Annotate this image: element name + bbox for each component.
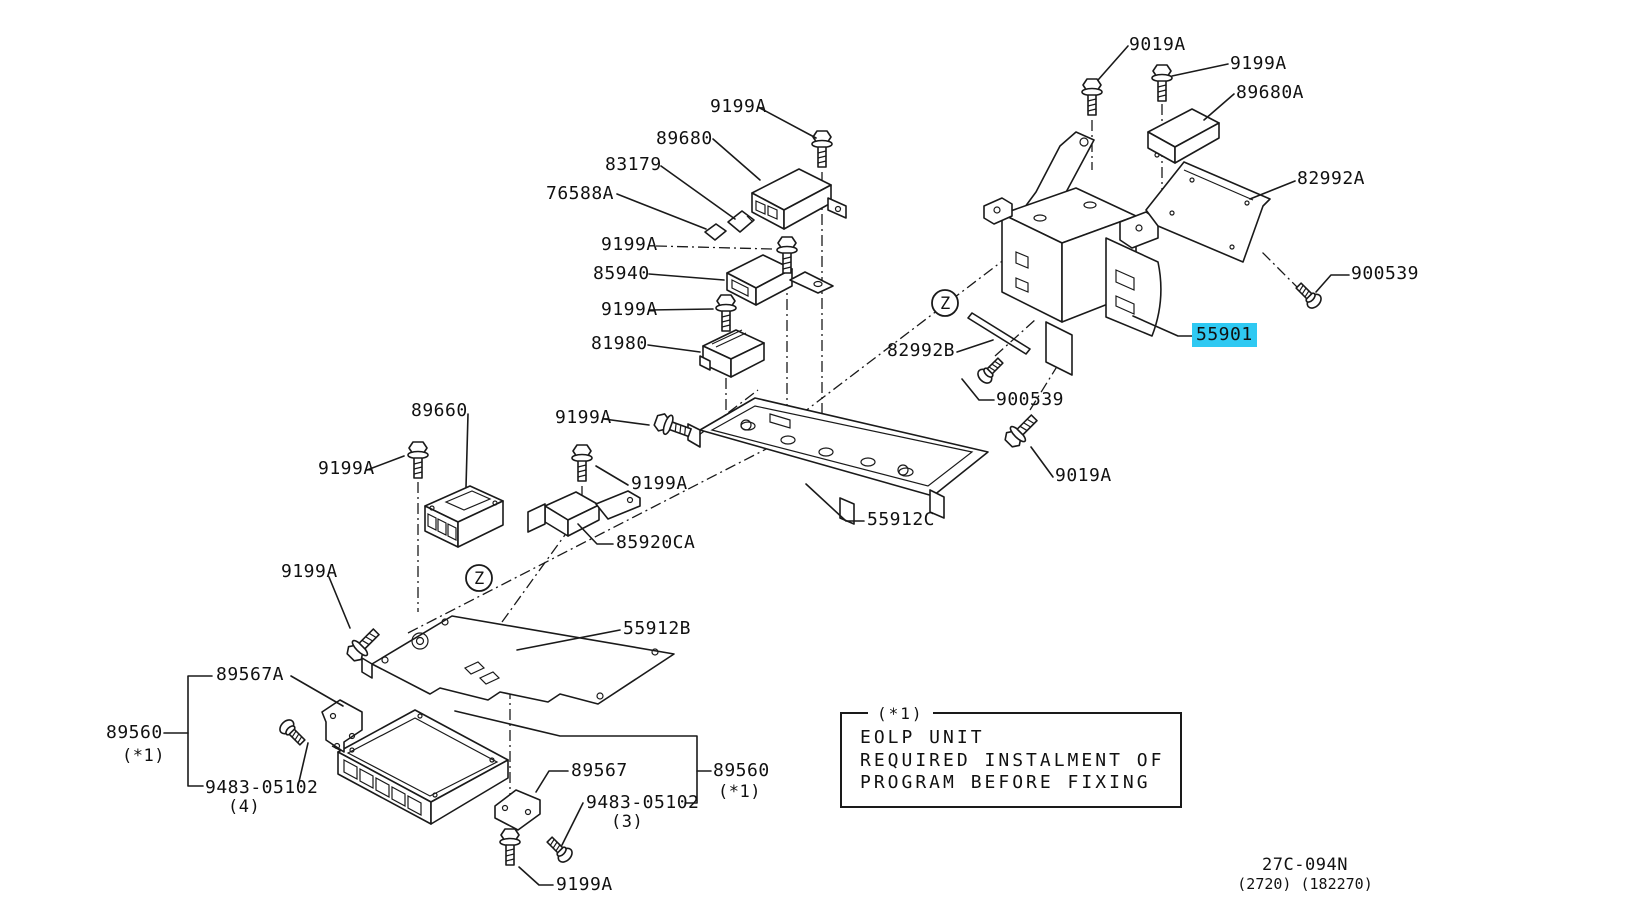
part-label-81980: 81980 <box>591 333 648 354</box>
svg-text:Z: Z <box>474 569 484 589</box>
footnote-box: (*1) EOLP UNIT REQUIRED INSTALMENT OF PR… <box>840 704 1182 808</box>
rod-82992b-drawing <box>967 312 1031 355</box>
unit-81980-drawing <box>699 329 765 378</box>
bolt-icon <box>715 294 737 332</box>
unit-89660-drawing <box>424 485 504 548</box>
part-label-9199a-8: 9199A <box>556 874 613 895</box>
footnote-line: PROGRAM BEFORE FIXING <box>860 772 1151 793</box>
plate-83179-drawing <box>727 210 755 233</box>
unit-85940-drawing <box>726 254 834 306</box>
screw-icon <box>276 716 309 749</box>
plate-76588a-drawing <box>704 223 727 241</box>
part-label-89680: 89680 <box>656 128 713 149</box>
part-label-9483-05102-3: 9483-05102 <box>586 792 700 813</box>
leader-lines <box>163 45 1350 886</box>
part-label-9019a-bottom: 9019A <box>1055 465 1112 486</box>
footnote-ref-right: (*1) <box>718 782 761 802</box>
part-label-9199a-3: 9199A <box>601 299 658 320</box>
part-label-89560-left: 89560 <box>106 722 163 743</box>
part-label-89567: 89567 <box>571 760 628 781</box>
ecu-89560-drawing <box>337 709 509 825</box>
qty-label-3: (3) <box>611 812 644 832</box>
qty-label-4: (4) <box>228 797 261 817</box>
part-label-900539-left: 900539 <box>996 389 1065 410</box>
drawing-revision: (2720) (182270) <box>1237 875 1373 893</box>
part-label-55901-highlighted[interactable]: 55901 <box>1192 323 1257 347</box>
bolt-icon <box>1000 409 1043 452</box>
zone-marker-right: Z <box>931 289 959 317</box>
part-label-85940: 85940 <box>593 263 650 284</box>
part-label-9199a-4: 9199A <box>555 407 612 428</box>
footnote-line: EOLP UNIT <box>860 727 985 748</box>
screw-icon <box>543 833 576 866</box>
part-label-9483-05102-4: 9483-05102 <box>205 777 319 798</box>
part-label-82992b: 82992B <box>887 340 956 361</box>
part-label-9199a-5: 9199A <box>631 473 688 494</box>
unit-89680a-drawing <box>1147 108 1220 164</box>
cover-82992a-drawing <box>1145 161 1271 263</box>
part-label-89560-right: 89560 <box>713 760 770 781</box>
part-label-76588a: 76588A <box>546 183 615 204</box>
part-label-55912b: 55912B <box>623 618 692 639</box>
drawing-code: 27C-094N (2720) (182270) <box>1205 855 1405 893</box>
bracket-55912c-drawing <box>687 397 989 525</box>
footnote-line: REQUIRED INSTALMENT OF <box>860 749 1165 771</box>
bracket-55901-drawing <box>983 131 1162 376</box>
part-label-9199a-6: 9199A <box>318 458 375 479</box>
bolt-icon <box>499 828 521 866</box>
bolt-icon <box>811 130 833 168</box>
bolt-icon <box>1081 78 1103 116</box>
part-label-9199a-topright: 9199A <box>1230 53 1287 74</box>
zone-marker-left: Z <box>465 564 493 592</box>
bolt-icon <box>407 441 429 479</box>
sensor-85920ca-drawing <box>527 490 641 537</box>
footnote-ref-left: (*1) <box>122 746 165 766</box>
part-label-9199a-2: 9199A <box>601 234 658 255</box>
part-label-89660: 89660 <box>411 400 468 421</box>
bolt-icon <box>571 444 593 482</box>
bolt-icon <box>1151 64 1173 102</box>
part-label-82992a: 82992A <box>1297 168 1366 189</box>
footnote-title: (*1) <box>868 704 933 723</box>
part-label-89680a: 89680A <box>1236 82 1305 103</box>
screw-icon <box>1292 279 1325 312</box>
part-label-89567a: 89567A <box>216 664 285 685</box>
svg-text:Z: Z <box>940 294 950 314</box>
part-label-900539-right: 900539 <box>1351 263 1420 284</box>
bracket-89567-drawing <box>494 789 541 831</box>
part-label-9199a-1: 9199A <box>710 96 767 117</box>
unit-89680-drawing <box>751 168 847 230</box>
part-label-9199a-7: 9199A <box>281 561 338 582</box>
part-label-85920ca: 85920CA <box>616 532 696 553</box>
bracket-55912b-drawing <box>361 615 675 705</box>
bracket-89567a-drawing <box>321 699 363 753</box>
part-label-9019a-top: 9019A <box>1129 34 1186 55</box>
part-label-83179: 83179 <box>605 154 662 175</box>
part-label-55912c: 55912C <box>867 509 936 530</box>
drawing-number: 27C-094N <box>1262 855 1348 875</box>
bolt-icon <box>651 410 694 443</box>
screw-icon <box>974 354 1007 387</box>
